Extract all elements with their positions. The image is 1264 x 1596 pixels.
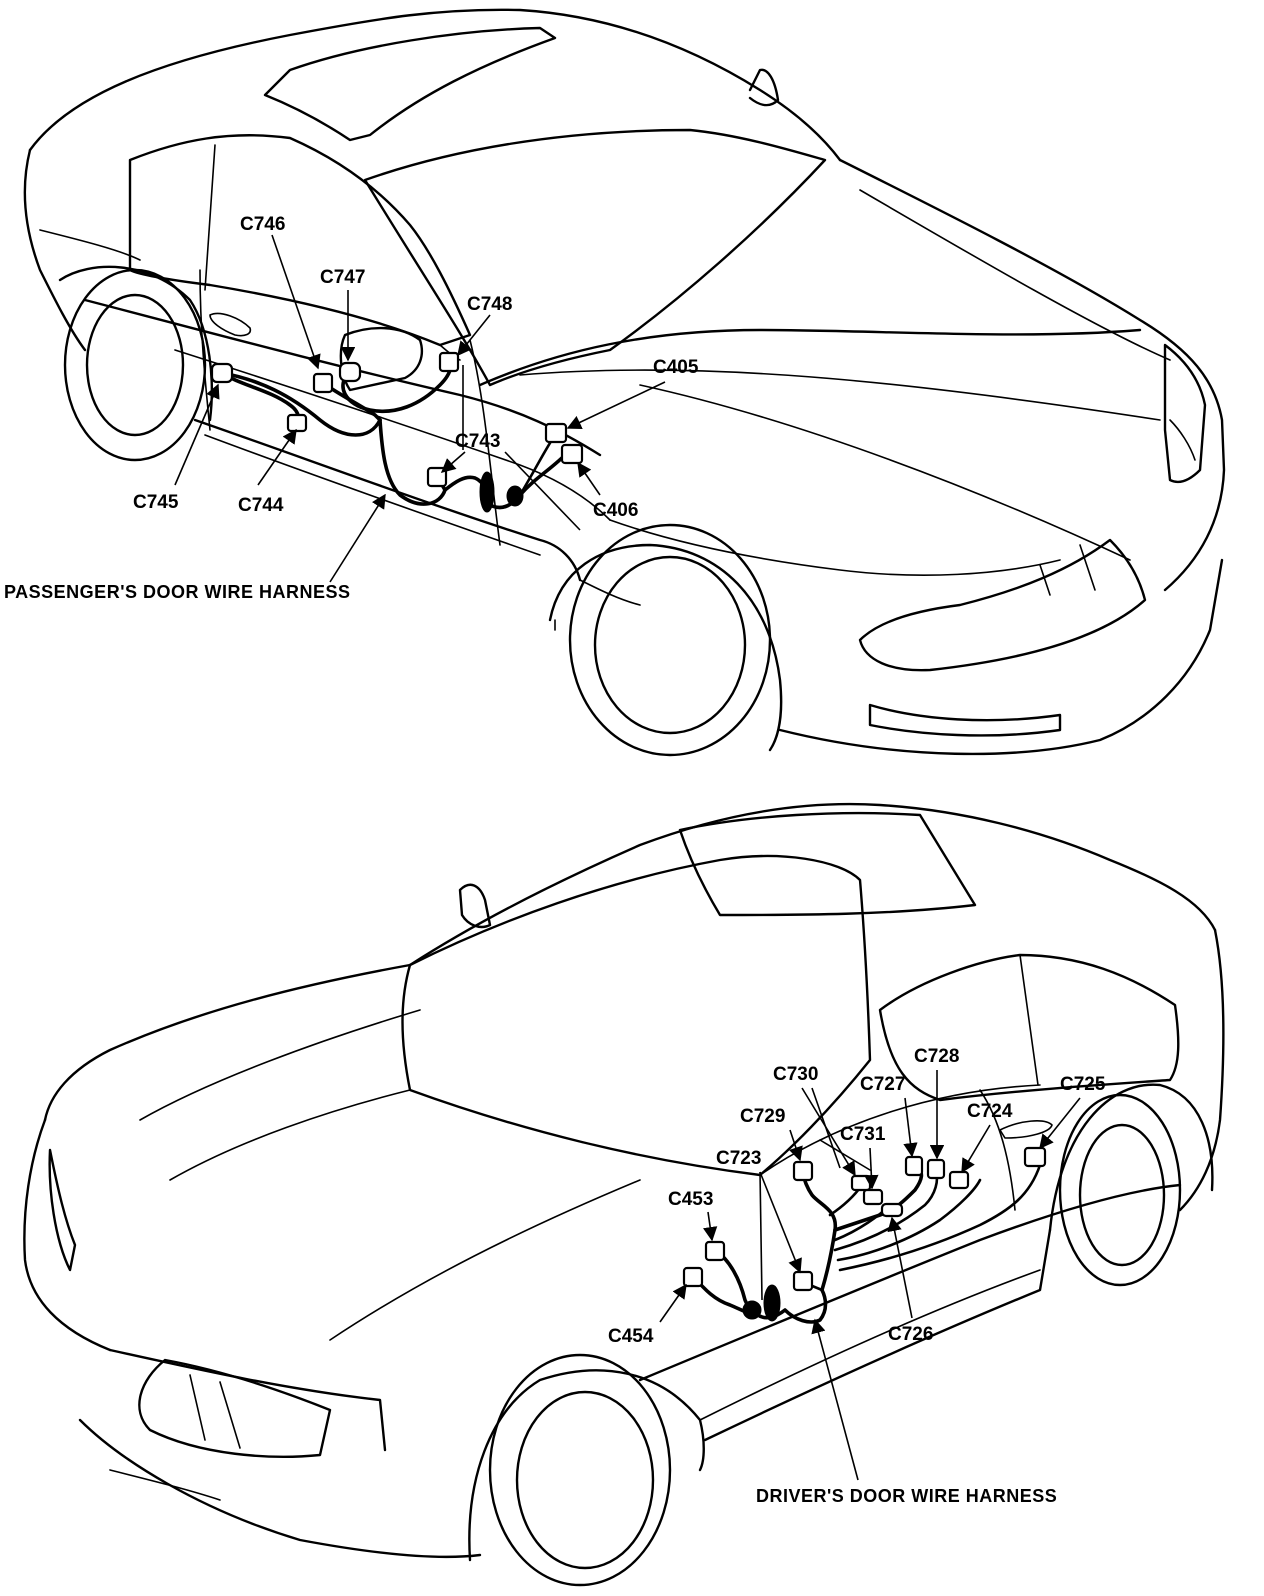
connector-c727-shape (904, 1155, 924, 1177)
connector-c724-shape (948, 1170, 970, 1190)
connector-c453-shape (704, 1240, 726, 1262)
label-c726: C726 (888, 1324, 933, 1345)
connector-c406-shape (560, 443, 584, 465)
label-c744: C744 (238, 495, 284, 516)
label-c727: C727 (860, 1074, 905, 1095)
connector-c730-shape (850, 1174, 872, 1192)
connector-c729-shape (792, 1160, 814, 1182)
label-c406: C406 (593, 500, 638, 521)
label-c454: C454 (608, 1326, 654, 1347)
passenger-harness-title: PASSENGER'S DOOR WIRE HARNESS (4, 582, 351, 602)
label-c745: C745 (133, 492, 179, 513)
connector-c454-shape (682, 1266, 704, 1288)
label-c729: C729 (740, 1106, 785, 1127)
label-c746: C746 (240, 214, 285, 235)
label-c728: C728 (914, 1046, 959, 1067)
connector-c728-shape (926, 1158, 946, 1180)
connector-c405-shape (544, 422, 568, 444)
upper-labels: C746 C747 C748 C405 C743 C745 C744 C406 … (4, 214, 699, 602)
label-c405: C405 (653, 357, 699, 378)
label-c724: C724 (967, 1101, 1013, 1122)
label-c731: C731 (840, 1124, 886, 1145)
connector-c725-shape (1023, 1146, 1047, 1168)
upper-connectors (210, 351, 584, 488)
upper-leader-lines (174, 234, 666, 583)
connector-c746-shape (312, 372, 334, 394)
lower-connectors (682, 1146, 1047, 1292)
label-c747: C747 (320, 267, 365, 288)
connector-c723-shape (792, 1270, 814, 1292)
label-c725: C725 (1060, 1074, 1106, 1095)
lower-labels: C730 C728 C727 C725 C729 C731 C724 C723 … (608, 1046, 1106, 1506)
connector-c726-shape (880, 1202, 904, 1218)
label-c723: C723 (716, 1148, 761, 1169)
connector-c745-shape (210, 362, 234, 384)
label-c453: C453 (668, 1189, 713, 1210)
lower-car-outline (23, 802, 1225, 1587)
driver-harness-title: DRIVER'S DOOR WIRE HARNESS (756, 1486, 1057, 1506)
label-c743: C743 (455, 431, 500, 452)
connector-c744-shape (286, 413, 308, 433)
upper-car-outline (23, 8, 1226, 757)
connector-c748-shape (438, 351, 460, 373)
passenger-door-harness (220, 360, 567, 513)
connector-c747-shape (338, 361, 362, 383)
connector-c731-shape (862, 1188, 884, 1206)
label-c730: C730 (773, 1064, 818, 1085)
lower-leader-lines (659, 1070, 1081, 1481)
label-c748: C748 (467, 294, 512, 315)
